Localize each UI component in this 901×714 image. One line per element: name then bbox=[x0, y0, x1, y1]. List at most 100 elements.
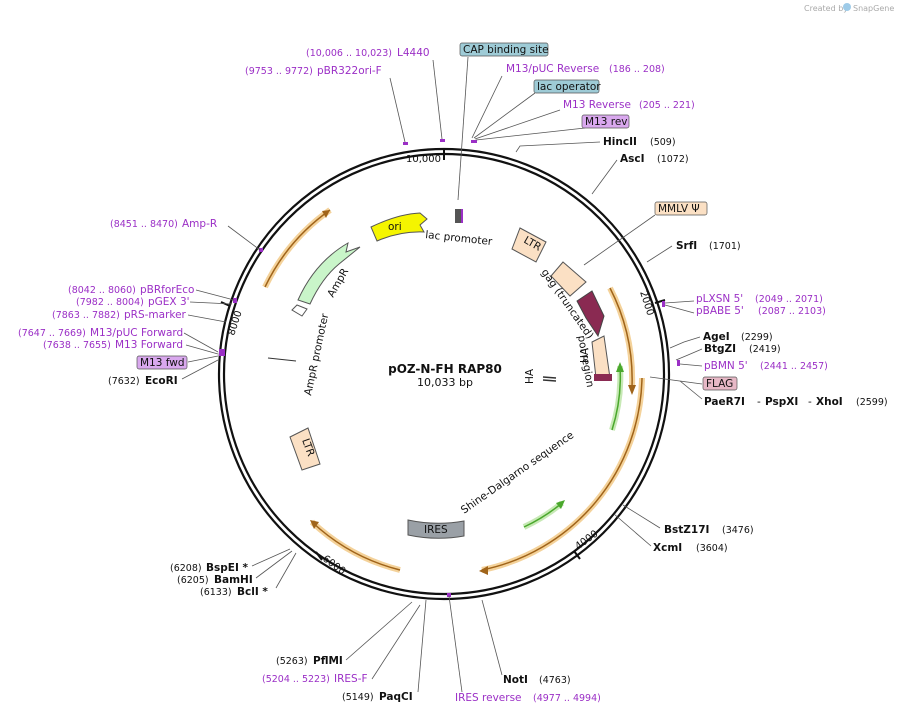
primer-mark-pbr322 bbox=[403, 142, 408, 145]
m13-forward-pos[interactable]: (7638 .. 7655) bbox=[43, 340, 111, 351]
m13-fwd-box[interactable] bbox=[136, 355, 188, 370]
btgzi-name[interactable]: BtgZI bbox=[704, 343, 736, 355]
btgzi-pos[interactable]: (2419) bbox=[749, 344, 781, 355]
ampr-primer-name[interactable]: Amp-R bbox=[182, 218, 217, 230]
plasmid-name: pOZ-N-FH RAP80 bbox=[388, 362, 502, 376]
bcli-name[interactable]: BclI * bbox=[237, 586, 268, 598]
m13puc-fwd-name[interactable]: M13/pUC Forward bbox=[90, 327, 183, 339]
m13puc-fwd-pos[interactable]: (7647 .. 7669) bbox=[18, 328, 86, 339]
pbr322-pos[interactable]: (9753 .. 9772) bbox=[245, 66, 313, 77]
m13puc-rev-name[interactable]: M13/pUC Reverse bbox=[506, 63, 599, 75]
xcmi-pos[interactable]: (3604) bbox=[696, 543, 728, 554]
noti-pos[interactable]: (4763) bbox=[539, 675, 571, 686]
ampr-promoter-label: AmpR promoter bbox=[302, 312, 331, 397]
pbrforeco-pos[interactable]: (8042 .. 8060) bbox=[68, 285, 136, 296]
lac-operator-box[interactable] bbox=[533, 79, 600, 94]
srfi-name[interactable]: SrfI bbox=[676, 240, 697, 252]
agei-pos[interactable]: (2299) bbox=[741, 332, 773, 343]
leader-paer7i bbox=[679, 380, 703, 400]
pflmi-name[interactable]: PflMI bbox=[313, 655, 343, 667]
paer7i-name[interactable]: PaeR7I bbox=[704, 396, 745, 408]
mmlv-box[interactable] bbox=[654, 201, 708, 216]
lac-operator-label: lac operator bbox=[537, 81, 601, 93]
flag-box[interactable] bbox=[702, 376, 738, 391]
ires-f-name[interactable]: IRES-F bbox=[334, 673, 368, 685]
m13-reverse-pos[interactable]: (205 .. 221) bbox=[639, 100, 695, 111]
primer-mark-ires bbox=[447, 593, 451, 597]
agei-name[interactable]: AgeI bbox=[703, 331, 730, 343]
bstz17i-name[interactable]: BstZ17I bbox=[664, 524, 709, 536]
prs-pos[interactable]: (7863 .. 7882) bbox=[52, 310, 120, 321]
leader-lac-op bbox=[473, 92, 536, 139]
plxsn-pos[interactable]: (2049 .. 2071) bbox=[755, 294, 823, 305]
paer7i-dash1: - bbox=[757, 396, 761, 408]
bamhi-name[interactable]: BamHI bbox=[214, 574, 253, 586]
paqci-name[interactable]: PaqCI bbox=[379, 691, 413, 703]
leader-pbr322 bbox=[389, 77, 406, 143]
pspxi-name[interactable]: PspXI bbox=[765, 396, 798, 408]
cap-binding-site-box[interactable] bbox=[459, 42, 549, 57]
noti-name[interactable]: NotI bbox=[503, 674, 528, 686]
pbabe-name[interactable]: pBABE 5' bbox=[696, 305, 744, 317]
srfi-pos[interactable]: (1701) bbox=[709, 241, 741, 252]
asci-pos[interactable]: (1072) bbox=[657, 154, 689, 165]
leader-ires-rev bbox=[448, 595, 463, 693]
bspei-pos[interactable]: (6208) bbox=[170, 563, 202, 574]
pbrforeco-name[interactable]: pBRforEco bbox=[140, 284, 194, 296]
ecori-pos[interactable]: (7632) bbox=[108, 376, 140, 387]
leader-paqci bbox=[417, 599, 427, 693]
tick-mark-2000 bbox=[654, 299, 666, 304]
ltr-bottom-label: LTR bbox=[299, 437, 316, 458]
hincii-name[interactable]: HincII bbox=[603, 136, 637, 148]
paer7i-pos[interactable]: (2599) bbox=[856, 397, 888, 408]
primer-marks bbox=[219, 139, 680, 597]
plxsn-name[interactable]: pLXSN 5' bbox=[696, 293, 743, 305]
bamhi-pos[interactable]: (6205) bbox=[177, 575, 209, 586]
tick-label-10000: 10,000 bbox=[406, 154, 441, 165]
mmlv-label: MMLV Ψ bbox=[658, 203, 700, 215]
m13-reverse-name[interactable]: M13 Reverse bbox=[563, 99, 631, 111]
xhoi-name[interactable]: XhoI bbox=[816, 396, 843, 408]
paqci-pos[interactable]: (5149) bbox=[342, 692, 374, 703]
snapgene-logo-icon bbox=[843, 3, 851, 11]
tick-mark-6000 bbox=[315, 551, 323, 561]
ha-left-label: HA bbox=[524, 368, 536, 384]
asci-name[interactable]: AscI bbox=[620, 153, 645, 165]
cap-binding-site-label: CAP binding site bbox=[463, 44, 549, 56]
flag-label: FLAG bbox=[706, 378, 733, 390]
m13-forward-name[interactable]: M13 Forward bbox=[115, 339, 183, 351]
promoter-line-left bbox=[267, 357, 297, 362]
leader-ampr bbox=[227, 225, 261, 251]
primer-mark-ampr bbox=[259, 248, 263, 252]
tick-mark-4000 bbox=[573, 550, 581, 560]
pgex-pos[interactable]: (7982 .. 8004) bbox=[76, 297, 144, 308]
m13puc-rev-pos[interactable]: (186 .. 208) bbox=[609, 64, 665, 75]
leader-cap bbox=[457, 56, 469, 201]
prs-name[interactable]: pRS-marker bbox=[124, 309, 187, 321]
bspei-name[interactable]: BspEI * bbox=[206, 562, 249, 574]
leader-xcmi bbox=[613, 513, 652, 547]
ires-reverse-name[interactable]: IRES reverse bbox=[455, 692, 522, 704]
hincii-pos[interactable]: (509) bbox=[650, 137, 676, 148]
pbmn-name[interactable]: pBMN 5' bbox=[704, 360, 748, 372]
leader-pgex bbox=[189, 301, 233, 305]
ltr-top-feature bbox=[511, 227, 547, 263]
leader-prs bbox=[187, 314, 227, 323]
pflmi-pos[interactable]: (5263) bbox=[276, 656, 308, 667]
pbabe-pos[interactable]: (2087 .. 2103) bbox=[758, 306, 826, 317]
l4440-pos[interactable]: (10,006 .. 10,023) bbox=[306, 48, 392, 59]
pbr322-name[interactable]: pBR322ori-F bbox=[317, 65, 382, 77]
orf-arc-top-left bbox=[264, 209, 331, 288]
bstz17i-pos[interactable]: (3476) bbox=[722, 525, 754, 536]
ires-f-pos[interactable]: (5204 .. 5223) bbox=[262, 674, 330, 685]
bcli-pos[interactable]: (6133) bbox=[200, 587, 232, 598]
ires-reverse-pos[interactable]: (4977 .. 4994) bbox=[533, 693, 601, 704]
pgex-name[interactable]: pGEX 3' bbox=[148, 296, 190, 308]
ampr-primer-pos[interactable]: (8451 .. 8470) bbox=[110, 219, 178, 230]
l4440-name[interactable]: L4440 bbox=[397, 47, 430, 59]
ecori-name[interactable]: EcoRI bbox=[145, 375, 178, 387]
orf-arc-bottom-left bbox=[311, 521, 401, 571]
xcmi-name[interactable]: XcmI bbox=[653, 542, 682, 554]
pbmn-pos[interactable]: (2441 .. 2457) bbox=[760, 361, 828, 372]
m13-rev-box[interactable] bbox=[581, 114, 630, 129]
